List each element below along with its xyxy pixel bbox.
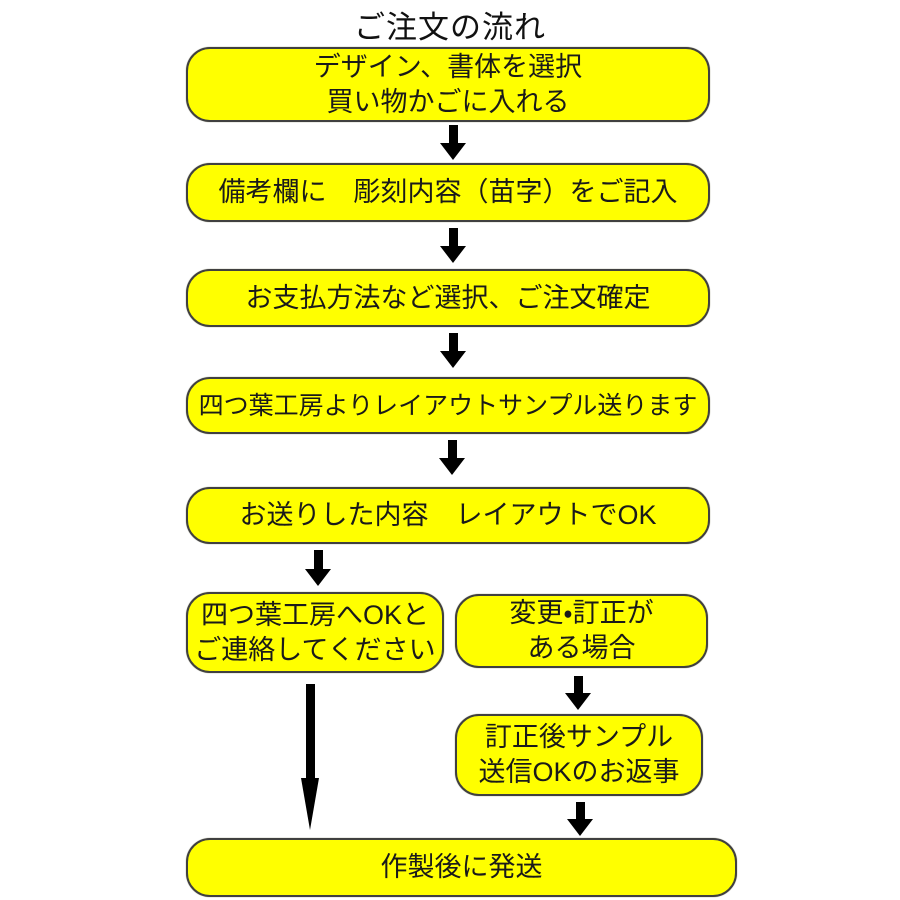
step-text-line: 四つ葉工房よりレイアウトサンプル送ります — [198, 391, 698, 420]
arrow-down-icon — [440, 228, 466, 263]
step-text-line: お送りした内容 レイアウトでOK — [239, 500, 657, 531]
arrow-stem — [448, 125, 458, 143]
arrow-head — [305, 569, 331, 586]
arrow-head — [440, 143, 466, 160]
step-text-line: 変更・訂正が — [509, 598, 654, 629]
arrow-head — [440, 246, 466, 263]
flow-step-layout-ok-check: お送りした内容 レイアウトでOK — [186, 487, 710, 544]
step-text-line: デザイン、書体を選択 — [313, 51, 583, 82]
step-text-line: 送信OKのお返事 — [478, 757, 680, 787]
arrow-down-long-icon — [301, 684, 319, 830]
flow-step-ship-after-make: 作製後に発送 — [186, 838, 737, 897]
arrow-stem — [313, 550, 323, 569]
arrow-down-icon — [440, 333, 466, 368]
step-text-line: 作製後に発送 — [380, 852, 543, 883]
flow-step-need-change: 変更・訂正が ある場合 — [455, 594, 708, 668]
step-text-line: 四つ葉工房へOKと — [200, 599, 429, 630]
flow-step-payment-confirm: お支払方法など選択、ご注文確定 — [186, 269, 710, 327]
step-text-line: 買い物かごに入れる — [326, 86, 570, 117]
flow-step-select-design: デザイン、書体を選択 買い物かごに入れる — [186, 47, 710, 122]
flow-step-reply-ok: 四つ葉工房へOKと ご連絡してください — [186, 592, 444, 673]
arrow-stem — [447, 440, 457, 458]
arrow-down-icon — [439, 440, 465, 475]
arrow-down-icon — [305, 550, 331, 586]
arrow-stem — [448, 228, 458, 246]
page-title: ご注文の流れ — [354, 10, 546, 45]
arrow-head — [567, 819, 593, 836]
arrow-stem — [448, 333, 458, 351]
arrow-head — [440, 351, 466, 368]
flow-step-remarks-entry: 備考欄に 彫刻内容（苗字）をご記入 — [186, 163, 710, 222]
step-text-line: 備考欄に 彫刻内容（苗字）をご記入 — [218, 177, 678, 208]
step-text-line: ある場合 — [527, 633, 636, 663]
flow-step-layout-sample-sent: 四つ葉工房よりレイアウトサンプル送ります — [186, 377, 710, 434]
arrow-head — [301, 778, 319, 830]
flow-step-corrected-sample: 訂正後サンプル 送信OKのお返事 — [455, 714, 703, 796]
arrow-stem — [573, 676, 583, 693]
arrow-head — [439, 458, 465, 475]
arrow-down-icon — [440, 125, 466, 160]
arrow-head — [565, 693, 591, 710]
step-text-line: 訂正後サンプル — [484, 722, 674, 753]
arrow-down-icon — [565, 676, 591, 710]
arrow-down-icon — [567, 802, 593, 836]
step-text-line: お支払方法など選択、ご注文確定 — [245, 282, 651, 313]
step-text-line: ご連絡してください — [194, 634, 436, 665]
arrow-stem — [305, 684, 315, 778]
arrow-stem — [575, 802, 585, 819]
